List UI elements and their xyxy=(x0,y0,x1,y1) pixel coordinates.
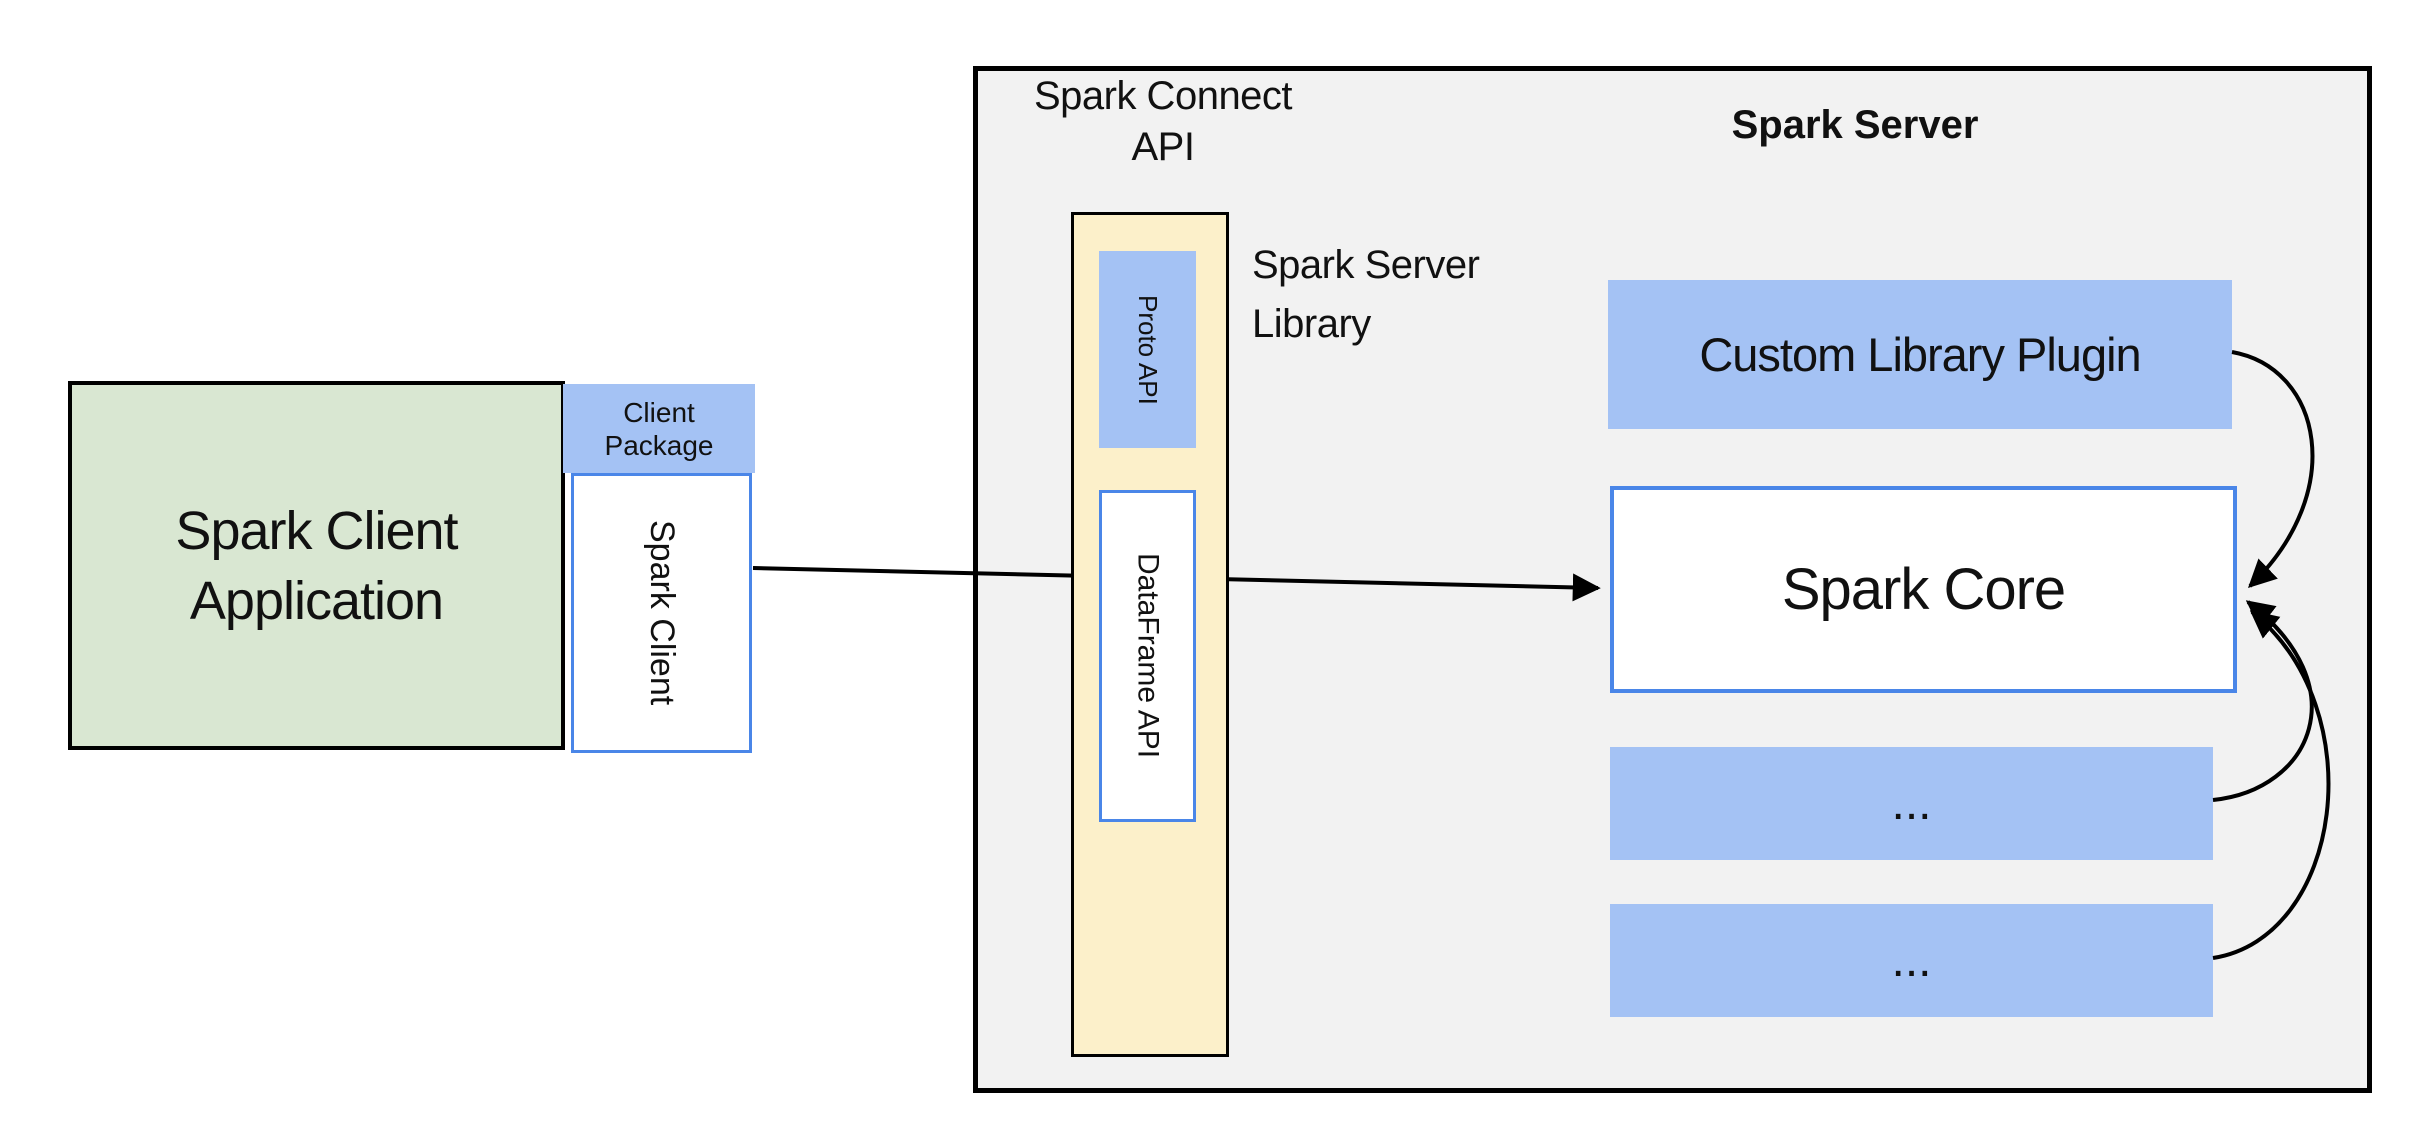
spark-client-application-box: Spark Client Application xyxy=(68,381,565,750)
spark-core-label: Spark Core xyxy=(1781,557,2066,622)
spark-connect-api-label-line1: Spark Connect xyxy=(1033,74,1293,118)
proto-api-label: Proto API xyxy=(1133,294,1163,405)
spark-core-box: Spark Core xyxy=(1610,486,2237,693)
server-plugin-placeholder-box-top: ... xyxy=(1610,747,2213,860)
spark-client-application-line1: Spark Client xyxy=(175,500,458,561)
client-package-label: Client Package xyxy=(605,396,714,462)
spark-server-title: Spark Server xyxy=(1731,103,1979,147)
client-package-line2: Package xyxy=(604,429,714,461)
spark-client-label: Spark Client xyxy=(643,520,681,706)
client-package-line1: Client xyxy=(623,396,695,428)
spark-server-library-label-line1: Spark Server xyxy=(1252,243,1480,287)
proto-api-box: Proto API xyxy=(1099,251,1196,448)
spark-client-box: Spark Client xyxy=(571,473,752,753)
spark-connect-api-label-line2: API xyxy=(1131,125,1195,169)
server-plugin-placeholder-bottom-label: ... xyxy=(1891,934,1932,987)
server-plugin-placeholder-box-bottom: ... xyxy=(1610,904,2213,1017)
dataframe-api-box: DataFrame API xyxy=(1099,490,1196,822)
custom-library-plugin-box: Custom Library Plugin xyxy=(1608,280,2232,429)
server-plugin-placeholder-top-label: ... xyxy=(1891,777,1932,830)
custom-library-plugin-label: Custom Library Plugin xyxy=(1699,328,2141,381)
spark-connect-api-label: Spark Connect API xyxy=(1003,71,1323,173)
client-package-box: Client Package xyxy=(563,384,755,473)
spark-server-library-label: Spark Server Library xyxy=(1252,236,1672,354)
spark-client-application-line2: Application xyxy=(189,570,444,631)
spark-client-application-label: Spark Client Application xyxy=(175,496,458,636)
dataframe-api-label: DataFrame API xyxy=(1131,553,1165,759)
spark-server-library-label-line2: Library xyxy=(1252,302,1371,346)
